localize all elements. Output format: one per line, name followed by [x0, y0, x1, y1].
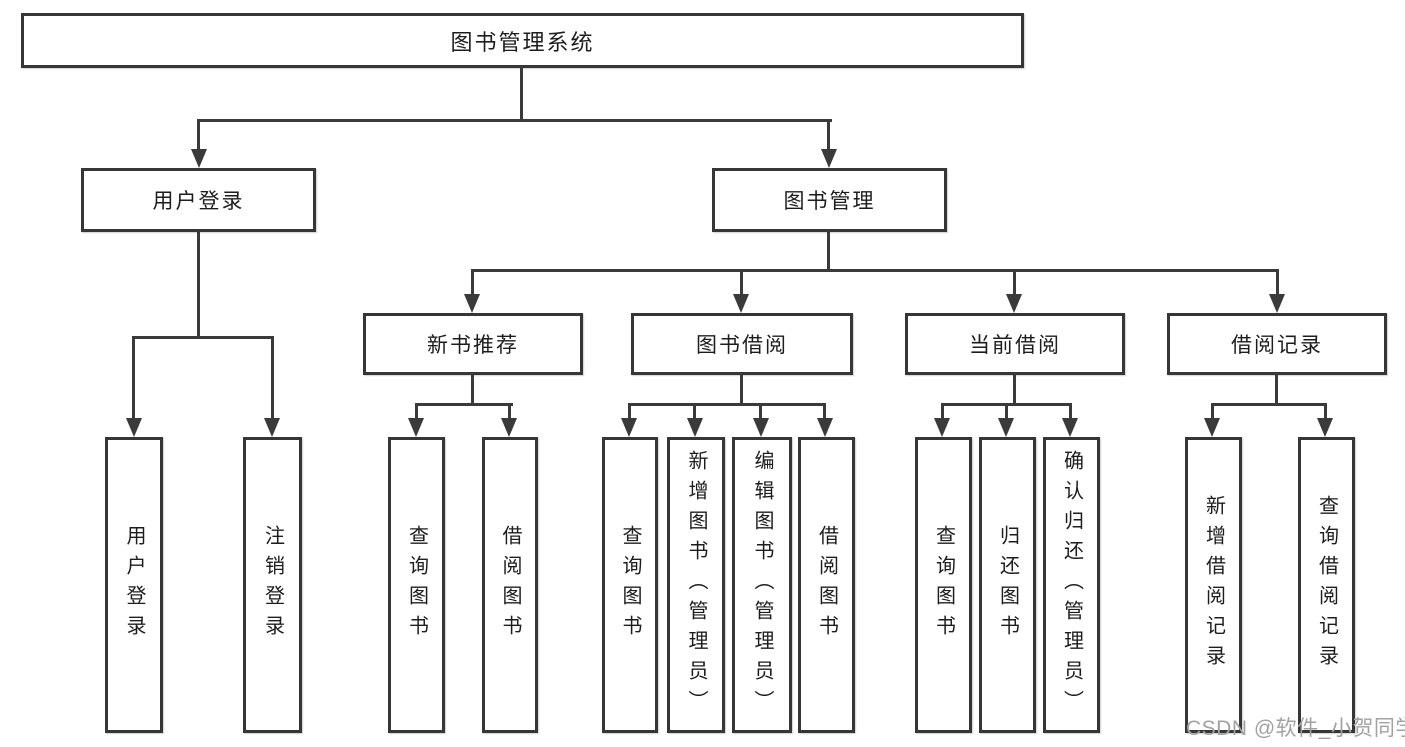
leaf-label: 借阅图书 — [815, 525, 838, 645]
leaf-logout: 注销登录 — [243, 437, 302, 733]
node-root-library-system: 图书管理系统 — [21, 13, 1024, 68]
leaf-borrow-books: 借阅图书 — [798, 437, 855, 733]
connector-shaft — [1324, 403, 1327, 419]
node-label: 当前借阅 — [969, 334, 1061, 357]
leaf-label: 查询图书 — [405, 525, 428, 645]
connector-borrowing-stub — [740, 372, 743, 406]
leaf-label: 确认归还（管理员） — [1060, 450, 1083, 720]
node-label: 图书管理系统 — [450, 29, 595, 55]
connector-recommend-stub — [471, 372, 474, 406]
connector-userlogin-hline — [132, 336, 274, 339]
node-book-management: 图书管理 — [712, 168, 947, 232]
arrow-down-icon — [733, 294, 749, 313]
arrow-down-icon — [1062, 418, 1078, 437]
leaf-query-borrow-record: 查询借阅记录 — [1298, 437, 1355, 733]
leaf-query-books-recommend: 查询图书 — [388, 437, 445, 733]
leaf-label: 新增图书（管理员） — [685, 450, 707, 720]
arrow-down-icon — [687, 418, 703, 437]
arrow-down-icon — [1006, 294, 1022, 313]
node-label: 图书借阅 — [696, 334, 788, 357]
connector-shaft — [693, 403, 696, 419]
connector-shaft — [471, 269, 474, 297]
connector-root-hline — [197, 119, 832, 122]
leaf-label: 归还图书 — [996, 525, 1019, 645]
node-label: 新书推荐 — [427, 334, 519, 357]
arrow-down-icon — [501, 418, 517, 437]
leaf-add-books-admin: 新增图书（管理员） — [667, 437, 725, 733]
connector-shaft — [132, 336, 135, 421]
connector-borrowing-hline — [628, 403, 826, 406]
arrow-down-icon — [126, 418, 142, 437]
arrow-down-icon — [1269, 294, 1285, 313]
leaf-label: 用户登录 — [123, 525, 145, 645]
node-user-login: 用户登录 — [81, 168, 316, 232]
leaf-return-books: 归还图书 — [979, 437, 1036, 733]
connector-shaft — [827, 119, 830, 152]
arrow-down-icon — [934, 418, 950, 437]
connector-shaft — [823, 403, 826, 419]
arrow-down-icon — [821, 149, 837, 168]
connector-shaft — [1211, 403, 1214, 419]
arrow-down-icon — [464, 294, 480, 313]
leaf-query-books-borrowing: 查询图书 — [602, 437, 658, 733]
node-current-borrowing: 当前借阅 — [905, 313, 1125, 375]
arrow-down-icon — [817, 418, 833, 437]
connector-shaft — [628, 403, 631, 419]
node-borrow-records: 借阅记录 — [1167, 313, 1387, 375]
node-label: 借阅记录 — [1231, 334, 1323, 357]
leaf-label: 新增借阅记录 — [1202, 495, 1225, 675]
arrow-down-icon — [998, 418, 1014, 437]
connector-shaft — [271, 336, 274, 421]
arrow-down-icon — [1204, 418, 1220, 437]
arrow-down-icon — [408, 418, 424, 437]
node-label: 图书管理 — [783, 190, 876, 213]
leaf-label: 查询图书 — [619, 525, 641, 645]
node-label: 用户登录 — [152, 190, 245, 213]
leaf-query-books-current: 查询图书 — [915, 437, 972, 733]
connector-shaft — [740, 269, 743, 297]
arrow-down-icon — [753, 418, 769, 437]
connector-shaft — [941, 403, 944, 419]
connector-shaft — [1069, 403, 1072, 419]
connector-shaft — [1005, 403, 1008, 419]
leaf-confirm-return-admin: 确认归还（管理员） — [1043, 437, 1100, 733]
leaf-label: 查询图书 — [932, 525, 955, 645]
leaf-user-login: 用户登录 — [105, 437, 163, 733]
connector-shaft — [415, 403, 418, 419]
node-book-borrowing: 图书借阅 — [631, 313, 853, 375]
leaf-label: 编辑图书（管理员） — [751, 450, 773, 720]
leaf-label: 查询借阅记录 — [1315, 495, 1338, 675]
arrow-down-icon — [191, 149, 207, 168]
node-new-book-recommend: 新书推荐 — [363, 313, 583, 375]
connector-records-stub — [1275, 372, 1278, 406]
connector-bookmgmt-stub — [827, 230, 830, 272]
arrow-down-icon — [621, 418, 637, 437]
connector-shaft — [1276, 269, 1279, 297]
connector-shaft — [197, 119, 200, 152]
connector-shaft — [759, 403, 762, 419]
arrow-down-icon — [264, 418, 280, 437]
connector-shaft — [508, 403, 511, 419]
connector-bookmgmt-hline — [471, 269, 1279, 272]
connector-root-stub — [520, 66, 523, 122]
connector-recommend-hline — [415, 403, 513, 406]
leaf-borrow-books-recommend: 借阅图书 — [482, 437, 538, 733]
connector-shaft — [1013, 269, 1016, 297]
arrow-down-icon — [1317, 418, 1333, 437]
leaf-label: 借阅图书 — [499, 525, 521, 645]
connector-records-hline — [1211, 403, 1327, 406]
leaf-edit-books-admin: 编辑图书（管理员） — [732, 437, 792, 733]
leaf-label: 注销登录 — [261, 525, 284, 645]
leaf-add-borrow-record: 新增借阅记录 — [1185, 437, 1242, 733]
connector-userlogin-stub — [197, 230, 200, 339]
csdn-watermark: CSDN @软件_小贺同学 — [1186, 717, 1405, 740]
connector-current-stub — [1013, 372, 1016, 406]
